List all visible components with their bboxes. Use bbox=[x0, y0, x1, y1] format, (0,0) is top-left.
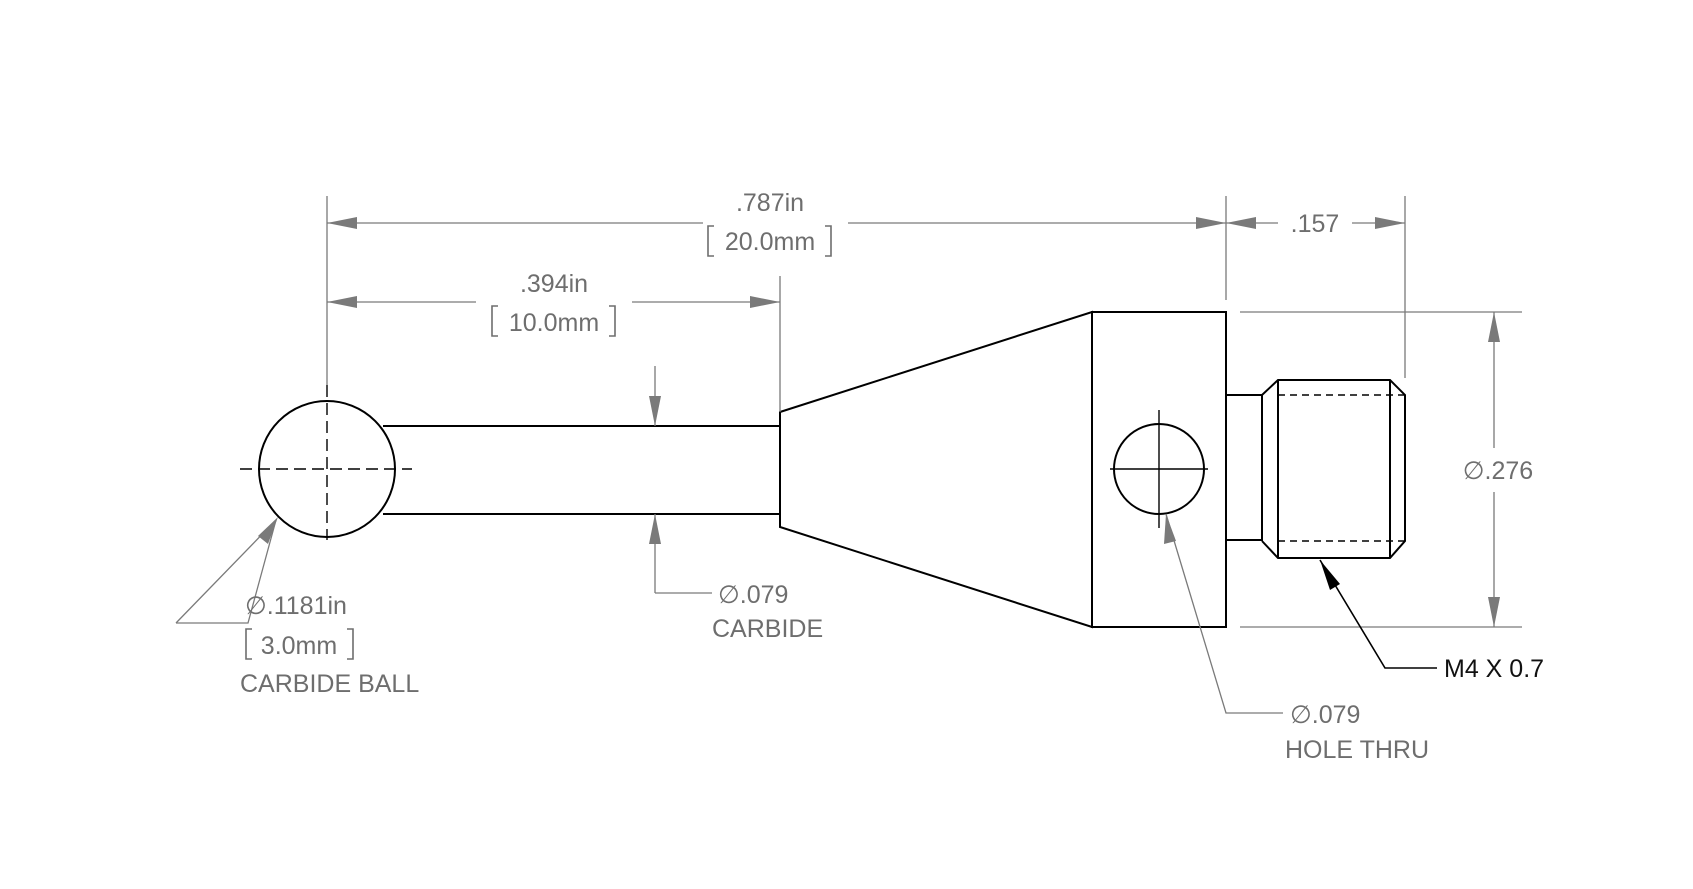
arrowhead bbox=[1196, 217, 1226, 229]
arrowhead bbox=[649, 514, 661, 544]
dimensions: .787in 20.0mm .394in 10.0mm .157 bbox=[326, 189, 1533, 628]
overall-length-metric: 20.0mm bbox=[725, 228, 815, 256]
hole-type-label: HOLE THRU bbox=[1285, 736, 1429, 764]
arrowhead bbox=[649, 396, 661, 426]
arrowhead bbox=[1320, 560, 1340, 590]
stem-diameter-label: ∅.079 bbox=[718, 581, 788, 609]
callout-thread-spec: M4 X 0.7 bbox=[1319, 559, 1544, 683]
leader-line bbox=[175, 519, 277, 624]
stylus-part bbox=[240, 310, 1406, 629]
bracket-right bbox=[609, 305, 616, 337]
callouts: ∅.1181in 3.0mm CARBIDE BALL ∅.079 CARBID… bbox=[175, 513, 1544, 764]
shaft-length-value: .394in bbox=[520, 270, 588, 298]
overall-length-value: .787in bbox=[736, 189, 804, 217]
ball-diameter-label: ∅.1181in bbox=[245, 592, 347, 620]
arrowhead bbox=[1488, 597, 1500, 627]
hole-diameter-label: ∅.079 bbox=[1290, 701, 1360, 729]
arrowhead bbox=[1375, 217, 1405, 229]
arrowhead bbox=[327, 217, 357, 229]
thread-neck bbox=[1225, 394, 1263, 541]
arrowhead bbox=[327, 296, 357, 308]
shaft-length-metric: 10.0mm bbox=[509, 309, 599, 337]
bracket-right bbox=[825, 225, 832, 257]
leader-line bbox=[176, 519, 277, 624]
stem-material-label: CARBIDE bbox=[712, 615, 823, 643]
carbide-stem bbox=[383, 425, 781, 515]
body-diameter-value: ∅.276 bbox=[1463, 457, 1533, 485]
tapered-cone bbox=[779, 310, 1093, 629]
callout-carbide-ball: ∅.1181in 3.0mm CARBIDE BALL bbox=[175, 517, 419, 698]
dim-stem-diameter-arrows bbox=[649, 366, 661, 593]
thread-minor-diameter bbox=[1278, 394, 1405, 542]
dim-thread-length: .157 bbox=[1226, 210, 1405, 238]
callout-carbide-stem: ∅.079 CARBIDE bbox=[655, 581, 823, 643]
bracket-left bbox=[491, 305, 498, 337]
arrowhead bbox=[750, 296, 780, 308]
threaded-shank bbox=[1261, 379, 1406, 559]
bracket-left bbox=[707, 225, 714, 257]
bracket-left bbox=[245, 628, 252, 660]
bracket-right bbox=[347, 628, 354, 660]
dim-shaft-length: .394in 10.0mm bbox=[327, 270, 780, 337]
arrowhead bbox=[1164, 514, 1176, 544]
callout-hole-thru: ∅.079 HOLE THRU bbox=[1164, 513, 1429, 764]
thread-length-value: .157 bbox=[1291, 210, 1340, 238]
ball-material-label: CARBIDE BALL bbox=[240, 670, 419, 698]
arrowhead bbox=[258, 517, 278, 544]
ball-metric-label: 3.0mm bbox=[261, 632, 337, 660]
leader-line bbox=[1165, 513, 1283, 714]
leader-line bbox=[1319, 559, 1437, 669]
arrowhead bbox=[1488, 312, 1500, 342]
dim-overall-length: .787in 20.0mm bbox=[327, 189, 1226, 257]
thread-spec-label: M4 X 0.7 bbox=[1444, 655, 1544, 683]
dim-body-diameter: ∅.276 bbox=[1463, 312, 1533, 627]
arrowhead bbox=[1226, 217, 1256, 229]
